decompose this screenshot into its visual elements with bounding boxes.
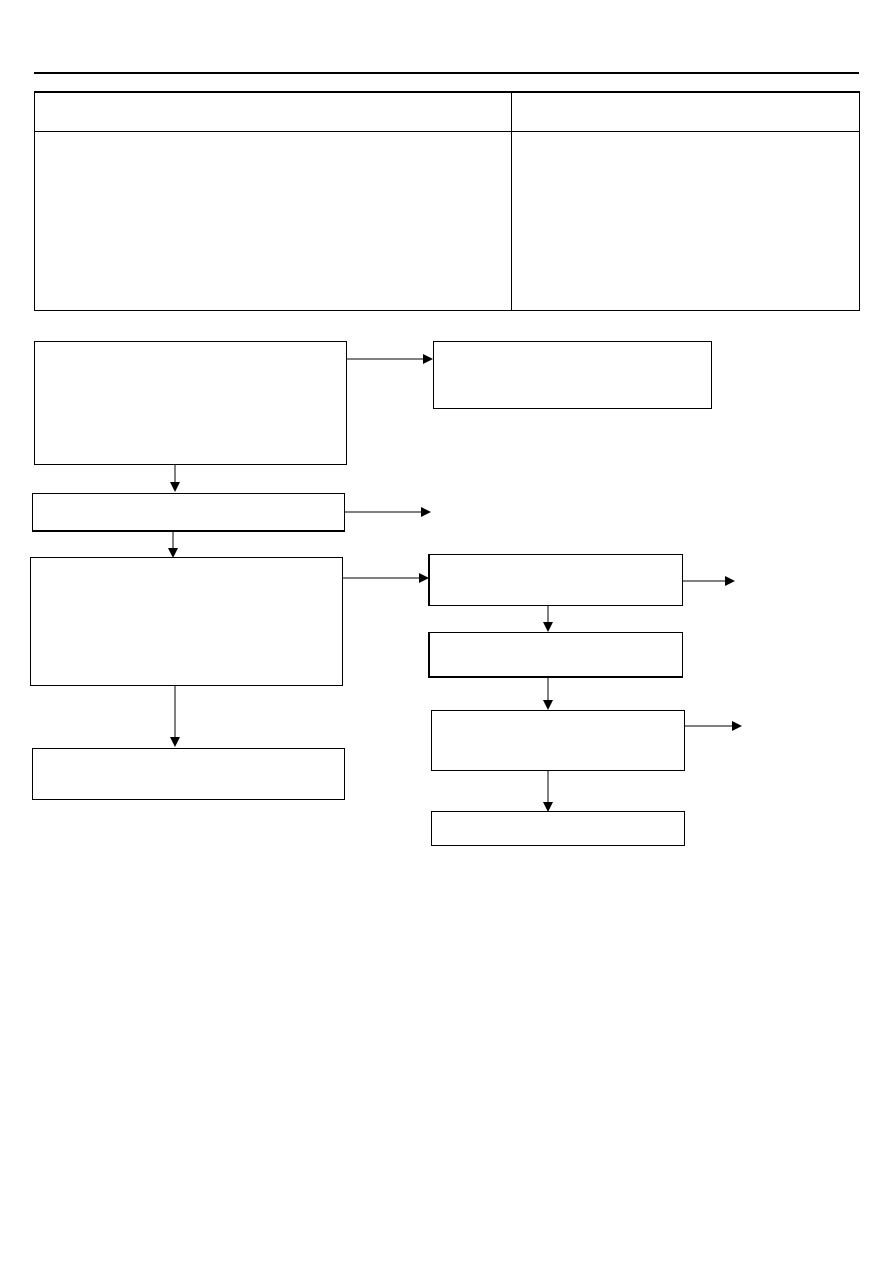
flowchart-step-5 xyxy=(428,554,683,606)
flowchart-step-7 xyxy=(431,710,685,771)
table-body-cell-2 xyxy=(511,131,860,311)
header-rule xyxy=(34,72,859,74)
flowchart-step-6 xyxy=(428,632,683,678)
flowchart-step-4 xyxy=(32,748,345,800)
table-header-cell-1 xyxy=(34,91,512,132)
flowchart-step-3 xyxy=(30,557,343,686)
flowchart-step-8 xyxy=(431,811,685,846)
flowchart-step-1-yes xyxy=(433,341,712,409)
flowchart-step-2 xyxy=(32,493,345,532)
table-header-cell-2 xyxy=(511,91,860,132)
flowchart-step-1 xyxy=(34,341,347,465)
table-body-cell-1 xyxy=(34,131,512,311)
